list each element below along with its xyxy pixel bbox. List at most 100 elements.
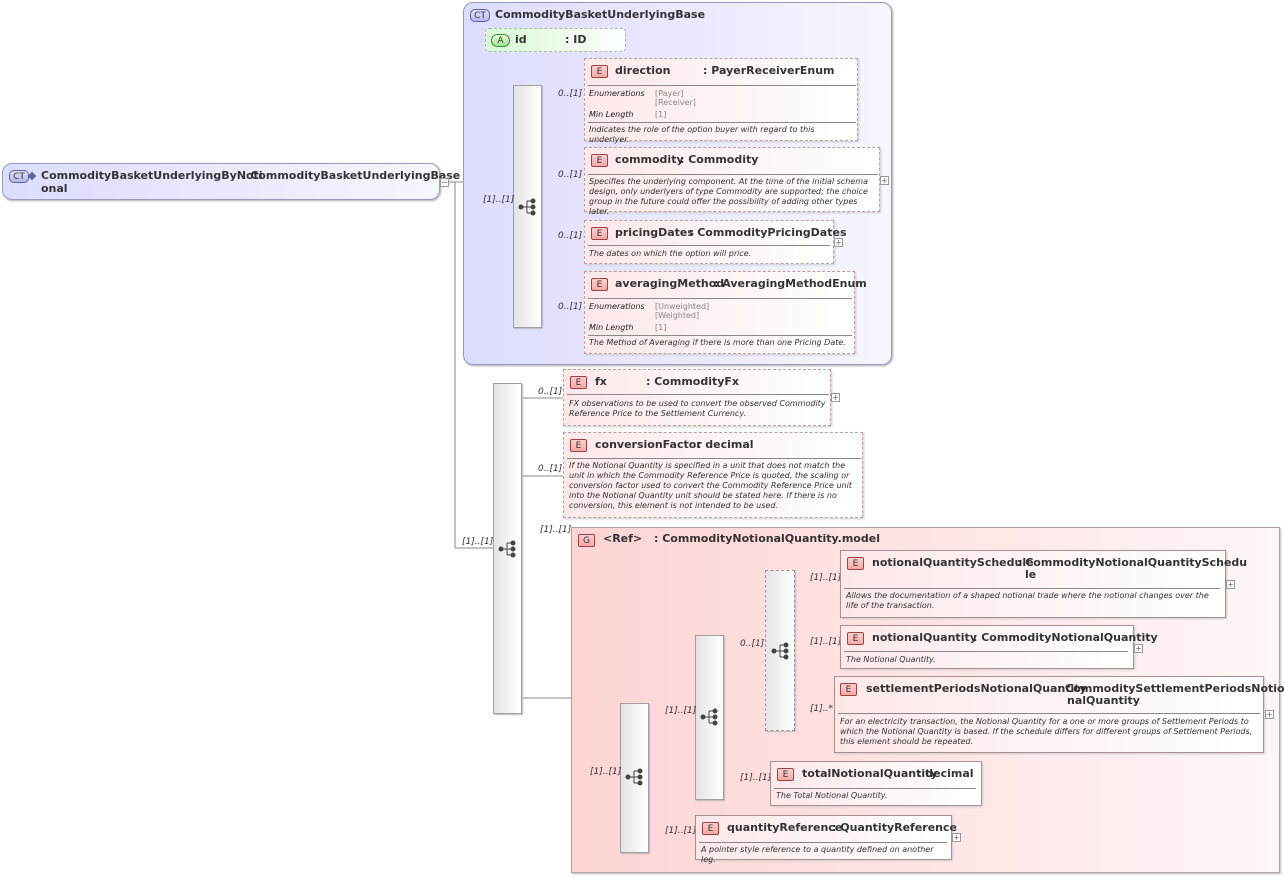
- element-type: : PayerReceiverEnum: [703, 64, 835, 77]
- nqs-multiplicity: [1]..[1]: [810, 573, 842, 583]
- root-complex-type[interactable]: CT CommodityBasketUnderlyingByNoti : Com…: [2, 163, 460, 200]
- element-notionalquantityschedule[interactable]: E notionalQuantitySchedule : CommodityNo…: [840, 550, 1247, 618]
- qref-multiplicity: [1]..[1]: [665, 826, 697, 836]
- sequence-icon: [625, 768, 643, 786]
- commodity-multiplicity: 0..[1]: [558, 170, 583, 180]
- facet-label: Enumerations: [589, 302, 645, 311]
- conversionfactor-multiplicity: 0..[1]: [538, 464, 563, 474]
- expand-icon[interactable]: +: [834, 238, 843, 247]
- element-totalnotionalquantity[interactable]: E totalNotionalQuantity : decimal The To…: [770, 761, 982, 806]
- fx-multiplicity: 0..[1]: [538, 387, 563, 397]
- element-badge: E: [591, 227, 608, 240]
- direction-multiplicity: 0..[1]: [558, 89, 583, 99]
- element-doc: FX observations to be used to convert th…: [569, 399, 826, 418]
- element-badge: E: [777, 768, 794, 781]
- element-conversionfactor[interactable]: E conversionFactor : decimal If the Noti…: [563, 432, 863, 518]
- collapse-icon[interactable]: −: [440, 178, 449, 187]
- choice-icon: [771, 642, 789, 660]
- element-type: : CommoditySettlementPeriodsNotio: [1057, 682, 1284, 695]
- element-badge: E: [840, 683, 857, 696]
- expand-icon[interactable]: +: [1226, 580, 1235, 589]
- element-type: : CommodityPricingDates: [689, 226, 847, 239]
- element-name: quantityReference: [727, 821, 843, 834]
- expand-icon[interactable]: +: [880, 176, 889, 185]
- expand-icon[interactable]: +: [831, 393, 840, 402]
- element-type: : CommodityFx: [646, 375, 740, 388]
- group-multiplicity: [1]..[1]: [540, 525, 572, 535]
- element-name: averagingMethod: [615, 277, 725, 290]
- pricingdates-multiplicity: 0..[1]: [558, 231, 583, 241]
- element-direction[interactable]: E direction : PayerReceiverEnum Enumerat…: [584, 58, 858, 144]
- extension-seq-multiplicity: [1]..[1]: [462, 537, 494, 547]
- element-name: pricingDates: [615, 226, 694, 239]
- total-multiplicity: [1]..[1]: [740, 773, 772, 783]
- element-type: : CommodityNotionalQuantity: [973, 631, 1158, 644]
- element-badge: E: [591, 278, 608, 291]
- element-quantityreference[interactable]: E quantityReference : QuantityReference …: [695, 815, 957, 864]
- element-name: totalNotionalQuantity: [802, 767, 938, 780]
- sequence-icon: [700, 708, 718, 726]
- element-type: : decimal: [917, 767, 974, 780]
- element-badge: E: [570, 439, 587, 452]
- ct-icon: [27, 171, 37, 181]
- element-type: : decimal: [697, 438, 754, 451]
- element-badge: E: [702, 822, 719, 835]
- element-name: commodity: [615, 153, 684, 166]
- facet-label: Enumerations: [589, 89, 645, 98]
- spnq-multiplicity: [1]..*: [810, 704, 833, 714]
- element-doc: For an electricity transaction, the Noti…: [840, 717, 1253, 746]
- sequence-icon: [498, 540, 516, 558]
- element-doc: If the Notional Quantity is specified in…: [569, 461, 852, 510]
- element-type: : CommodityNotionalQuantitySchedu: [1017, 556, 1248, 569]
- facet-values: [1]: [655, 323, 667, 332]
- facet-label: Min Length: [589, 323, 634, 332]
- sequence-icon: [518, 198, 536, 216]
- attribute-id[interactable]: A id : ID: [485, 28, 626, 52]
- element-name: notionalQuantitySchedule: [872, 556, 1034, 569]
- element-doc: Allows the documentation of a shaped not…: [846, 591, 1209, 610]
- facet-label: Min Length: [589, 110, 634, 119]
- element-doc: The Method of Averaging if there is more…: [589, 338, 846, 347]
- element-notionalquantity[interactable]: E notionalQuantity : CommodityNotionalQu…: [840, 625, 1158, 669]
- expand-icon[interactable]: +: [1134, 644, 1143, 653]
- element-type: : AveragingMethodEnum: [714, 277, 867, 290]
- expand-icon[interactable]: +: [952, 833, 961, 842]
- averagingmethod-multiplicity: 0..[1]: [558, 302, 583, 312]
- root-name-continued: onal: [41, 182, 68, 195]
- attribute-type: : ID: [565, 33, 587, 46]
- group-ref: <Ref>: [603, 532, 643, 545]
- element-pricingdates[interactable]: E pricingDates : CommodityPricingDates T…: [584, 220, 847, 264]
- root-type: : CommodityBasketUnderlyingBase: [242, 169, 461, 182]
- element-settlementperiodsnotionalquantity[interactable]: E settlementPeriodsNotionalQuantity : Co…: [834, 676, 1284, 753]
- complex-type-badge: CT: [9, 170, 29, 183]
- attribute-badge: A: [491, 34, 510, 47]
- element-commodity[interactable]: E commodity : Commodity Specifies the un…: [584, 147, 880, 216]
- element-type-continued: le: [1025, 568, 1037, 581]
- facet-values: [Unweighted] [Weighted]: [655, 302, 710, 320]
- element-doc: The dates on which the option will price…: [589, 249, 752, 258]
- element-badge: E: [847, 557, 864, 570]
- expand-icon[interactable]: +: [1265, 710, 1274, 719]
- element-doc: Indicates the role of the option buyer w…: [589, 125, 815, 144]
- element-type-continued: nalQuantity: [1067, 694, 1140, 707]
- group-seq-multiplicity: [1]..[1]: [590, 767, 622, 777]
- element-type: : QuantityReference: [832, 821, 957, 834]
- element-badge: E: [847, 632, 864, 645]
- element-name: settlementPeriodsNotionalQuantity: [866, 682, 1087, 695]
- element-name: direction: [615, 64, 671, 77]
- facet-values: [1]: [655, 110, 667, 119]
- element-name: fx: [595, 375, 607, 388]
- nq-multiplicity: [1]..[1]: [810, 637, 842, 647]
- element-badge: E: [591, 65, 608, 78]
- element-doc: The Notional Quantity.: [846, 655, 936, 664]
- element-fx[interactable]: E fx : CommodityFx FX observations to be…: [563, 369, 831, 426]
- root-name: CommodityBasketUnderlyingByNoti: [41, 169, 263, 182]
- element-doc: Specifies the underlying component. At t…: [589, 177, 868, 216]
- base-seq-multiplicity: [1]..[1]: [483, 195, 515, 205]
- inner-seq-multiplicity: [1]..[1]: [665, 706, 697, 716]
- element-badge: E: [591, 154, 608, 167]
- element-type: : Commodity: [680, 153, 759, 166]
- element-doc: A pointer style reference to a quantity …: [701, 845, 934, 864]
- element-averagingmethod[interactable]: E averagingMethod : AveragingMethodEnum …: [584, 271, 867, 354]
- element-name: conversionFactor: [595, 438, 702, 451]
